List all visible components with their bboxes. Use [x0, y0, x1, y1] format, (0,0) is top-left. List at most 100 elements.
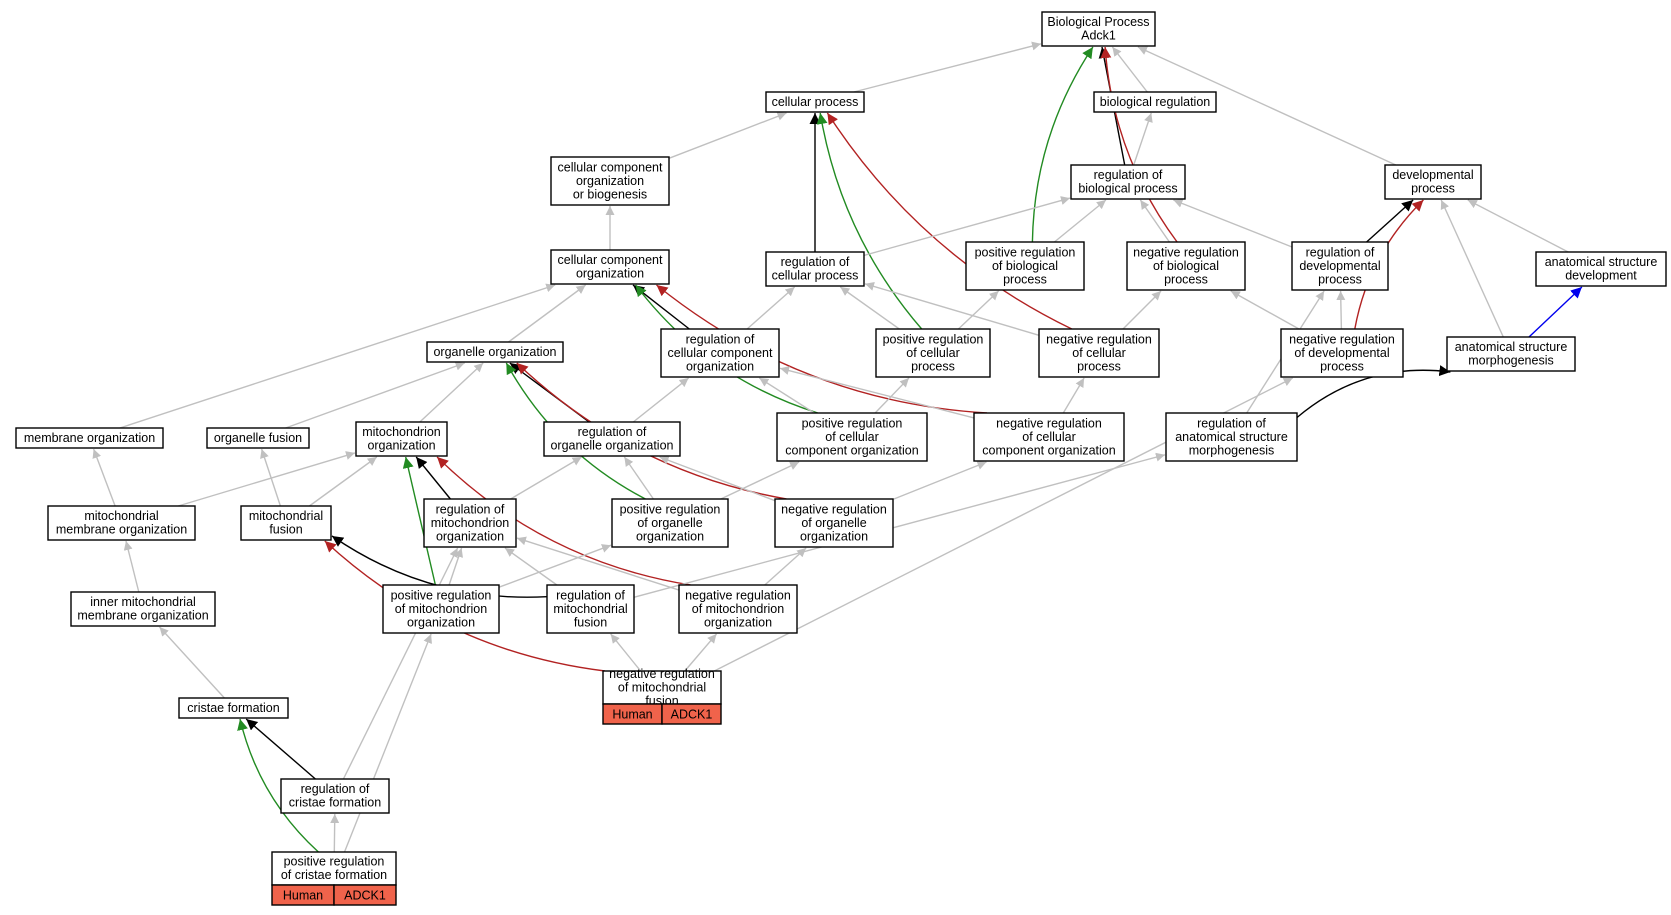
- node-box: [355, 421, 448, 457]
- node-label-line: mitochondrial: [84, 509, 158, 523]
- node-label-line: negative regulation: [609, 667, 715, 681]
- edge-asm-to-dp: [1440, 199, 1504, 338]
- node-label-line: process: [1077, 359, 1121, 373]
- node-label-line: organization: [704, 615, 772, 629]
- node-label-line: of cellular: [1072, 346, 1126, 360]
- node-box: [1446, 336, 1576, 372]
- node-label-line: of mitochondrion: [395, 602, 487, 616]
- edge-nrbp-to-rbp: [1139, 199, 1170, 243]
- node-box: [1126, 241, 1246, 291]
- node-box: [973, 412, 1125, 462]
- edge-prcp-to-cp: [816, 112, 923, 330]
- node-label-line: organization: [576, 267, 644, 281]
- edge-prmo-to-rmo: [448, 547, 463, 586]
- node-of[interactable]: organelle fusion: [206, 427, 310, 449]
- node-label-line: membrane organization: [24, 431, 155, 445]
- edge-rcf-to-cf: [245, 718, 316, 780]
- node-label-line: of cellular: [1022, 430, 1076, 444]
- node-label-line: morphogenesis: [1189, 443, 1274, 457]
- node-box: [765, 91, 865, 113]
- node-label-line: development: [1565, 269, 1637, 283]
- node-label-line: regulation of: [686, 332, 755, 346]
- edge-of-to-oo: [285, 361, 465, 429]
- edge-mo-to-cco: [119, 283, 556, 429]
- edge-cf-to-immo: [158, 626, 225, 699]
- edge-immo-to-mmo: [123, 540, 140, 593]
- edge-nrbp-to-bp: [1100, 46, 1178, 243]
- node-label-line: positive regulation: [802, 416, 903, 430]
- node-label-line: biological process: [1078, 182, 1177, 196]
- edge-prcp-to-prbp: [957, 290, 1000, 330]
- node-label-line: inner mitochondrial: [90, 595, 196, 609]
- edge-mmo-to-mo: [92, 448, 116, 507]
- edge-mf-to-mito: [308, 456, 378, 507]
- edge-nrcp-to-cp: [826, 112, 1073, 330]
- edge-ccob-to-cp: [668, 112, 787, 159]
- node-cf[interactable]: cristae formation: [178, 697, 289, 719]
- node-box: [1070, 164, 1186, 200]
- edge-rcp-to-rbp: [863, 196, 1071, 257]
- node-label-line: organization: [436, 529, 504, 543]
- node-oo[interactable]: organelle organization: [426, 341, 564, 363]
- node-label-line: biological regulation: [1100, 95, 1211, 109]
- node-br[interactable]: biological regulation: [1093, 91, 1217, 113]
- node-label-line: component organization: [982, 443, 1115, 457]
- node-label-line: positive regulation: [883, 332, 984, 346]
- node-label-line: negative regulation: [1289, 332, 1395, 346]
- node-label-line: regulation of: [1094, 168, 1163, 182]
- edge-rmf-to-rasm: [633, 452, 1166, 598]
- node-label-line: of cellular: [825, 430, 879, 444]
- edge-rmf-to-rmo: [504, 547, 558, 586]
- node-label-line: of mitochondrial: [618, 680, 706, 694]
- node-box: [426, 341, 564, 363]
- edge-prcf-to-rcf: [330, 813, 340, 853]
- node-label-line: organization: [576, 174, 644, 188]
- node-label-line: regulation of: [301, 782, 370, 796]
- edge-prmo-to-proo: [498, 544, 612, 588]
- node-label-line: cellular component: [558, 253, 663, 267]
- node-label-line: cristae formation: [187, 701, 279, 715]
- node-label-line: organization: [636, 529, 704, 543]
- node-mo[interactable]: membrane organization: [15, 427, 164, 449]
- node-box: [1280, 328, 1404, 378]
- node-label-line: organelle organization: [433, 345, 556, 359]
- node-label-line: negative regulation: [1046, 332, 1152, 346]
- node-cp[interactable]: cellular process: [765, 91, 865, 113]
- node-box: [546, 584, 635, 634]
- edge-rcco-to-rcp: [746, 286, 796, 330]
- node-box: [70, 591, 216, 627]
- node-box: [1038, 328, 1160, 378]
